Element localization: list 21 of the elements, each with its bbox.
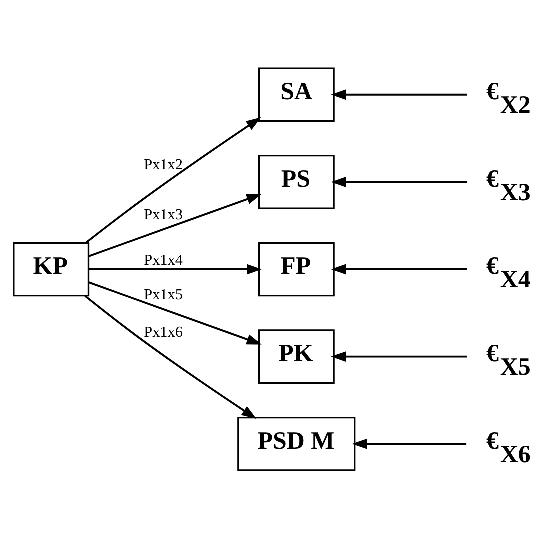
edge-label: Px1x3 [144, 206, 184, 224]
arrow [88, 194, 262, 258]
arrow [331, 90, 468, 100]
node-box: PK [258, 330, 335, 384]
arrow [89, 264, 262, 275]
arrow [331, 264, 468, 275]
edge-label: Px1x4 [144, 252, 184, 270]
edge-label: Px1x5 [144, 286, 184, 304]
arrow [352, 438, 467, 450]
arrow [84, 295, 257, 420]
arrow [331, 352, 468, 362]
arrow [86, 117, 262, 244]
node-box: KP [13, 242, 90, 297]
node-box: PS [258, 155, 335, 210]
arrow [331, 176, 468, 188]
edge-label: Px1x6 [144, 324, 184, 342]
node-box: FP [258, 242, 335, 297]
edge-label: Px1x2 [144, 156, 184, 174]
node-box: SA [258, 68, 335, 122]
arrow [88, 282, 262, 345]
node-box: PSD M [238, 416, 356, 472]
